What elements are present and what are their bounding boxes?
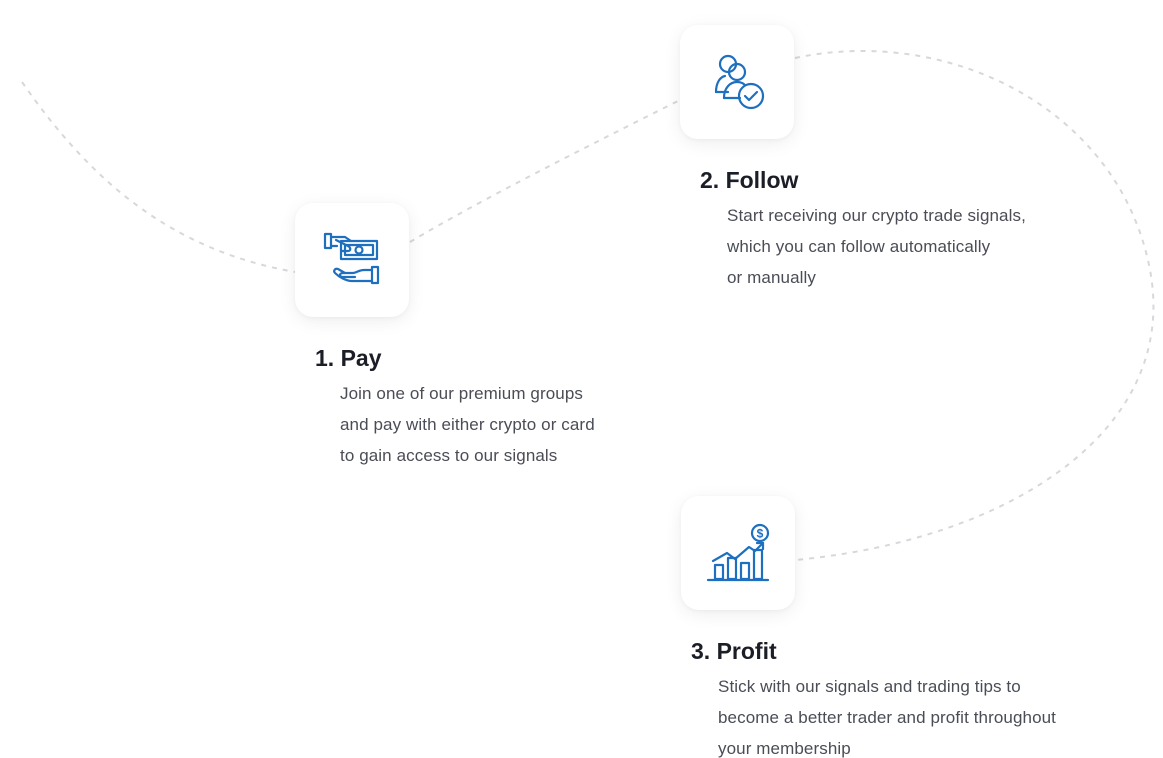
profit-desc-line: Stick with our signals and trading tips …	[718, 677, 1021, 696]
svg-text:$: $	[757, 527, 764, 541]
follow-step-description: Start receiving our crypto trade signals…	[727, 200, 1026, 293]
profit-icon-card: $	[681, 496, 795, 610]
profit-desc-line: become a better trader and profit throug…	[718, 708, 1056, 727]
pay-desc-line: Join one of our premium groups	[340, 384, 584, 403]
pay-step-title: 1. Pay	[315, 345, 382, 371]
profit-desc-line: your membership	[718, 739, 851, 758]
follow-desc-line: or manually	[727, 268, 816, 287]
pay-desc-line: to gain access to our signals	[340, 446, 558, 465]
pay-step-description: Join one of our premium groups and pay w…	[340, 378, 595, 471]
follow-desc-line: Start receiving our crypto trade signals…	[727, 206, 1026, 225]
profit-step-description: Stick with our signals and trading tips …	[718, 671, 1056, 758]
follow-icon-card	[680, 25, 794, 139]
follow-step-title: 2. Follow	[700, 167, 799, 193]
user-check-icon	[714, 54, 765, 110]
pay-desc-line: and pay with either crypto or card	[340, 415, 595, 434]
pay-icon-card	[295, 203, 409, 317]
growth-chart-icon: $	[706, 523, 770, 582]
profit-step-title: 3. Profit	[691, 638, 777, 664]
follow-desc-line: which you can follow automatically	[727, 237, 991, 256]
money-hand-icon	[323, 232, 380, 285]
